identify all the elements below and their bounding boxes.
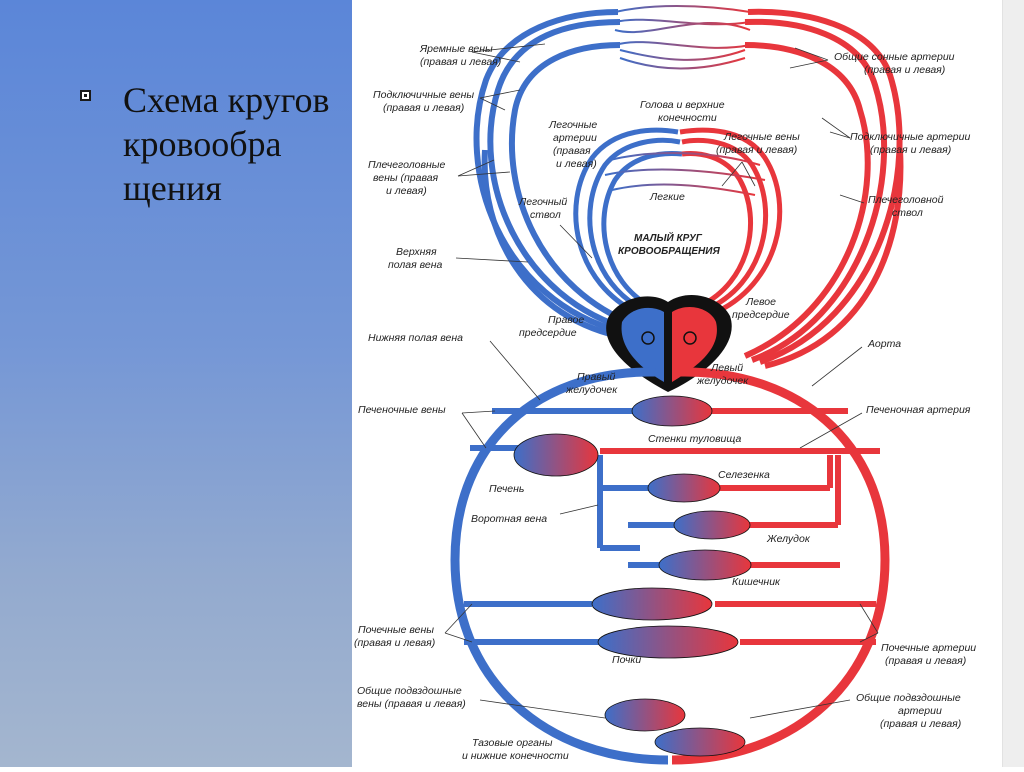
label-svc: Верхняя [396,246,437,258]
label-iliac-arteries: Общие подвздошные [856,692,961,704]
pelvis-capillaries-left [604,698,686,732]
stomach-capillaries [673,510,751,540]
label-pulm-veins-sub: (правая и левая) [716,144,797,156]
label-brachio-trunk-sub: ствол [892,207,923,219]
circulation-diagram: Яремные вены (правая и левая) Подключичн… [352,0,1002,767]
circulation-svg: Яремные вены (правая и левая) Подключичн… [354,5,976,765]
capillary-beds [513,395,752,757]
label-pulm-arteries-3: (правая [553,145,591,157]
label-head-sub: конечности [658,112,717,124]
label-small-circle-sub: КРОВООБРАЩЕНИЯ [618,246,720,257]
label-intestine: Кишечник [732,576,781,588]
head-capillaries [614,5,751,70]
label-pulm-arteries-4: и левая) [556,158,597,170]
liver-capillaries [513,433,599,477]
label-jugular-veins-sub: (правая и левая) [420,56,501,68]
label-ivc: Нижняя полая вена [368,332,463,344]
label-jugular-veins: Яремные вены [419,43,493,55]
label-left-ventricle: Левый [710,362,743,374]
label-svc-sub: полая вена [388,259,443,271]
pulmonary-circulation [573,127,783,317]
label-subclavian-arteries: Подключичные артерии [850,131,970,143]
label-carotid: Общие сонные артерии [834,51,955,63]
label-subclavian-arteries-sub: (правая и левая) [870,144,951,156]
spleen-capillaries [647,473,721,503]
label-iliac-veins: Общие подвздошные [357,685,462,697]
label-left-atrium: Левое [745,296,776,308]
label-liver: Печень [489,483,524,495]
aorta-loop [671,367,890,765]
label-iliac-veins-sub: вены (правая и левая) [357,698,466,710]
label-portal-vein: Воротная вена [471,513,547,525]
leader-lines [444,43,879,719]
label-right-atrium-sub: предсердие [519,327,577,339]
label-aorta: Аорта [867,338,901,350]
label-pulm-arteries-2: артерии [553,132,597,144]
label-pelvis: Тазовые органы [472,737,553,749]
label-subclavian-veins: Подключичные вены [373,89,474,101]
lung-capillaries [604,152,766,196]
trunk-wall-capillaries [631,395,713,427]
label-stomach: Желудок [766,533,811,545]
right-edge-strip [1002,0,1024,767]
label-head: Голова и верхние [640,99,725,111]
label-brachio-veins-2: вены (правая [373,172,439,184]
label-left-ventricle-sub: желудочек [696,375,749,387]
label-carotid-sub: (правая и левая) [864,64,945,76]
kidney-capillaries-lower [597,625,739,659]
label-right-atrium: Правое [548,314,584,326]
label-spleen: Селезенка [718,469,770,481]
label-pulm-trunk: Легочный [518,196,567,208]
organ-branches [464,408,880,645]
label-brachio-trunk: Плечеголовной [868,194,944,206]
label-right-ventricle-sub: желудочек [565,384,618,396]
label-lungs: Легкие [649,191,685,203]
label-small-circle: МАЛЫЙ КРУГ [634,231,703,244]
pelvis-capillaries-right [654,727,746,757]
slide-left-panel: Схема кругов кровообра щения [0,0,352,767]
label-left-atrium-sub: предсердие [732,309,790,321]
upper-circulation-loops [473,5,904,369]
pulmonary-arteries [573,127,683,317]
label-pelvis-sub: и нижние конечности [462,750,569,762]
label-subclavian-veins-sub: (правая и левая) [383,102,464,114]
label-iliac-arteries-3: (правая и левая) [880,718,961,730]
label-pulm-trunk-sub: ствол [530,209,561,221]
lower-systemic-circle [450,367,890,765]
label-pulm-veins: Легочные вены [723,131,800,143]
label-renal-veins: Почечные вены [358,624,434,636]
label-trunk-walls: Стенки туловища [648,433,741,445]
label-hepatic-artery: Печеночная артерия [866,404,971,416]
upper-arteries [743,8,904,369]
label-iliac-arteries-2: артерии [898,705,942,717]
bullet-text: Схема кругов кровообра щения [123,80,330,208]
kidney-capillaries-upper [591,587,713,621]
labels: Яремные вены (правая и левая) Подключичн… [354,43,976,762]
label-hepatic-veins: Печеночные вены [358,404,446,416]
inferior-vena-cava-loop [450,367,669,765]
label-kidneys: Почки [612,654,641,666]
label-brachio-veins-3: и левая) [386,185,427,197]
label-right-ventricle: Правый [577,371,615,383]
square-bullet-icon [80,90,91,101]
label-brachio-veins-1: Плечеголовные [368,159,445,171]
label-pulm-arteries-1: Легочные [548,119,597,131]
label-renal-arteries: Почечные артерии [881,642,976,654]
intestine-capillaries [658,549,752,581]
label-renal-veins-sub: (правая и левая) [354,637,435,649]
heart [606,294,732,392]
label-renal-arteries-sub: (правая и левая) [885,655,966,667]
upper-veins [473,9,640,341]
